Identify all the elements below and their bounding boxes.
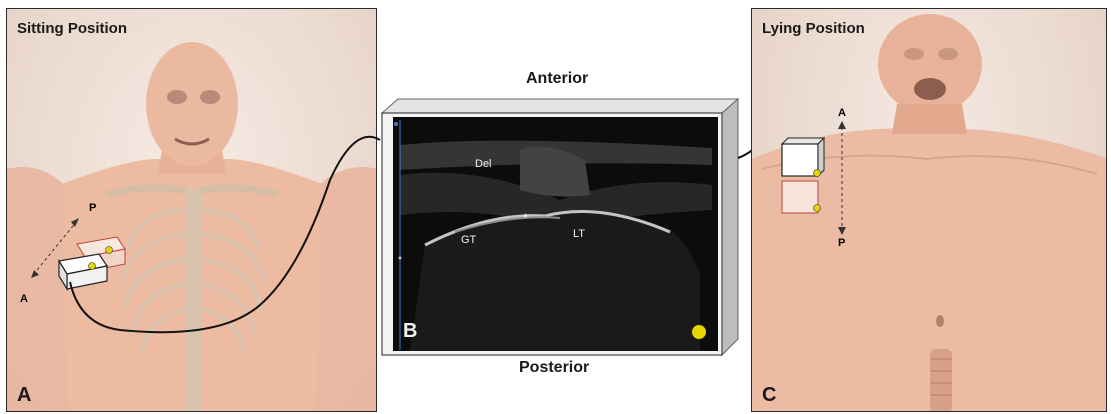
posterior-label: Posterior bbox=[519, 359, 589, 377]
probe-direction-label-p: P bbox=[838, 237, 845, 249]
structure-label-gt: GT bbox=[461, 234, 476, 246]
sitting-figure-illustration bbox=[7, 9, 377, 412]
probe-direction-label-a: A bbox=[20, 293, 28, 305]
sitting-position-panel: Sitting Position A P A bbox=[6, 8, 377, 412]
lying-figure-illustration bbox=[752, 9, 1107, 412]
panel-letter: C bbox=[762, 384, 776, 407]
structure-label-asterisk: * bbox=[523, 211, 528, 225]
panel-title: Lying Position bbox=[762, 20, 865, 37]
probe-direction-label-a: A bbox=[838, 107, 846, 119]
orientation-marker-dot bbox=[692, 325, 706, 339]
lying-position-panel: Lying Position C A P bbox=[751, 8, 1107, 412]
structure-label-lt: LT bbox=[573, 228, 585, 240]
ultrasound-probe-lying bbox=[782, 138, 824, 213]
panel-title: Sitting Position bbox=[17, 20, 127, 37]
anterior-label: Anterior bbox=[526, 70, 588, 88]
probe-direction-label-p: P bbox=[89, 202, 96, 214]
panel-letter: A bbox=[17, 384, 31, 407]
structure-label-del: Del bbox=[475, 158, 492, 170]
panel-letter-b: B bbox=[403, 320, 417, 343]
